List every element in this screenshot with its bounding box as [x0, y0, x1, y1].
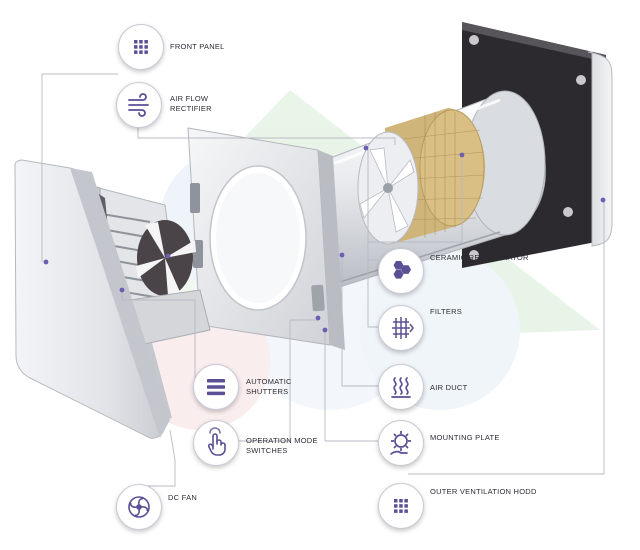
operation-mode-switches-label: OPERATION MODE SWITCHES — [246, 436, 318, 455]
mounting-plate-badge — [378, 420, 424, 466]
air-duct-label: AIR DUCT — [430, 383, 468, 392]
marker-dot-front-panel — [43, 259, 49, 265]
automatic-shutters-label: AUTOMATIC SHUTTERS — [246, 377, 292, 396]
marker-dot-mounting-plate — [322, 327, 328, 333]
part-marker-dots — [43, 145, 606, 333]
leader-line-mounting-plate — [324, 330, 378, 442]
dc-fan-label: DC FAN — [168, 493, 198, 502]
leader-line-filters — [367, 148, 378, 328]
air-flow-rectifier-label: AIR FLOW RECTIFIER — [170, 94, 212, 113]
air-duct-badge — [378, 364, 424, 410]
heat-waves-icon — [391, 377, 411, 398]
grid-icon — [394, 499, 408, 513]
grid-icon — [134, 40, 148, 54]
marker-dot-dc-fan — [165, 253, 171, 259]
dc-fan-badge — [116, 484, 162, 530]
marker-dot-operation-mode-switches — [315, 315, 321, 321]
ceramic-regenerator-label: CERAMIC REGENERATOR — [430, 253, 529, 262]
filters-label: FILTERS — [430, 307, 463, 316]
front-panel-label: FRONT PANEL — [170, 42, 225, 51]
outer-ventilation-hood-badge — [378, 483, 424, 529]
shutters-icon — [207, 379, 225, 396]
marker-dot-automatic-shutters — [119, 287, 125, 293]
filters-badge — [378, 305, 424, 351]
mounting-plate-label: MOUNTING PLATE — [430, 433, 500, 442]
ceramic-regenerator-badge — [378, 248, 424, 294]
mounting-plate-part — [187, 127, 345, 350]
leader-line-air-duct — [341, 255, 378, 387]
fan-icon — [128, 496, 150, 518]
duct-fan-blades — [357, 131, 419, 245]
operation-mode-switches-badge — [193, 420, 239, 466]
marker-dot-ceramic-regenerator — [459, 152, 465, 158]
air-flow-icon — [128, 93, 149, 117]
front-panel-part — [14, 159, 170, 439]
leader-line-operation-mode-switches — [238, 319, 318, 442]
filter-icon — [392, 317, 414, 339]
front-panel-badge — [118, 24, 164, 70]
automatic-shutters-badge — [193, 364, 239, 410]
leader-line-dc-fan — [140, 429, 176, 487]
marker-dot-air-duct — [339, 252, 345, 258]
leader-line-air-flow-rectifier — [137, 123, 396, 145]
leader-line-outer-ventilation-hood — [408, 200, 605, 475]
marker-dot-filters — [363, 145, 369, 151]
leader-line-front-panel — [41, 73, 118, 262]
gear-hand-icon — [390, 431, 411, 455]
leader-lines — [41, 73, 605, 487]
air-flow-rectifier-badge — [116, 82, 162, 128]
outer-ventilation-hood-label: OUTER VENTILATION HODD — [430, 487, 537, 496]
hexagons-icon — [393, 261, 411, 279]
marker-dot-outer-ventilation-hood — [600, 197, 606, 203]
touch-hand-icon — [207, 427, 226, 456]
